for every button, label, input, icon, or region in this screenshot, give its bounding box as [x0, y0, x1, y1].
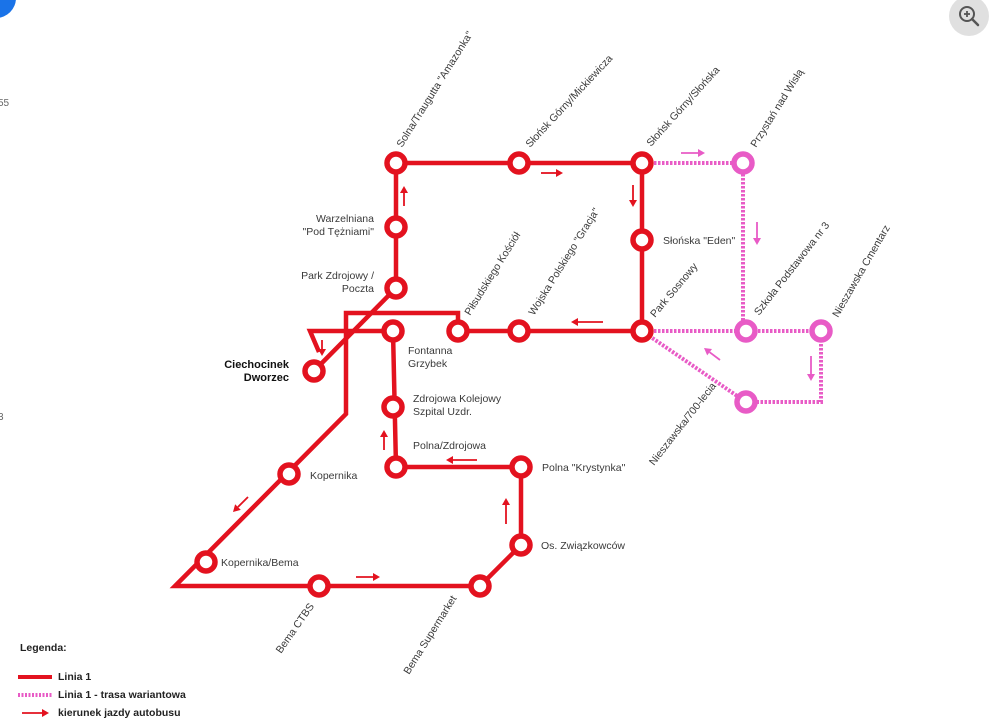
- station-ciechocinek[interactable]: [302, 359, 326, 383]
- label-park_zdr: Park Zdrojowy /Poczta: [301, 270, 374, 295]
- station-slonsk_slon[interactable]: [630, 151, 654, 175]
- legend-line-label: Linia 1: [58, 671, 92, 683]
- edge-text-top: 55: [0, 98, 10, 109]
- direction-arrow: [753, 222, 761, 245]
- direction-arrow: [233, 496, 249, 512]
- station-nieszawska_700[interactable]: [734, 390, 758, 414]
- station-bema_ctbs[interactable]: [307, 574, 331, 598]
- station-przystan[interactable]: [731, 151, 755, 175]
- label-przystan: Przystań nad Wisłą: [748, 67, 806, 150]
- station-sosnowy[interactable]: [630, 319, 654, 343]
- zoom-in-icon: [959, 6, 980, 27]
- station-polna_zdr[interactable]: [384, 455, 408, 479]
- label-bema_ctbs: Bema CTBS: [274, 601, 317, 656]
- route-segment: [169, 310, 524, 589]
- station-zwiazkowcow[interactable]: [509, 533, 533, 557]
- legend: Legenda: Linia 1 Linia 1 - trasa wariant…: [18, 640, 278, 724]
- label-kop_bema: Kopernika/Bema: [221, 557, 299, 569]
- dotted-line-symbol: [18, 693, 52, 697]
- legend-variant-label: Linia 1 - trasa wariantowa: [58, 689, 186, 701]
- zoom-button[interactable]: [949, 0, 989, 36]
- solid-line-symbol: [18, 675, 52, 679]
- legend-row-direction: kierunek jazdy autobusu: [18, 706, 278, 720]
- direction-arrow: [502, 498, 510, 524]
- label-solna: Solna/Traugutta "Amazonka": [394, 29, 475, 149]
- direction-arrow: [704, 348, 721, 361]
- label-nieszawska_cm: Nieszawska Cmentarz: [830, 223, 893, 319]
- direction-arrow: [400, 186, 408, 206]
- station-eden[interactable]: [630, 228, 654, 252]
- label-sosnowy: Park Sosnowy: [648, 260, 701, 320]
- label-zwiazkowcow: Os. Związkowców: [541, 540, 625, 552]
- station-solna[interactable]: [384, 151, 408, 175]
- legend-title: Legenda:: [20, 642, 67, 654]
- station-warzelniana[interactable]: [384, 215, 408, 239]
- station-polna_kr[interactable]: [509, 455, 533, 479]
- direction-arrow: [571, 318, 603, 326]
- label-warzelniana: Warzelniana"Pod Tężniami": [303, 213, 375, 238]
- station-park_zdr[interactable]: [384, 276, 408, 300]
- label-slonsk_slon: Słońsk Górny/Słońska: [644, 64, 722, 149]
- station-bema_super[interactable]: [468, 574, 492, 598]
- station-zdrojowa[interactable]: [381, 395, 405, 419]
- label-polna_zdr: Polna/Zdrojowa: [413, 440, 486, 452]
- direction-arrow: [356, 573, 380, 581]
- station-kop_bema[interactable]: [194, 550, 218, 574]
- label-wojska: Wojska Polskiego "Gracja": [526, 206, 602, 318]
- label-eden: Słońska "Eden": [663, 235, 736, 247]
- direction-arrow: [807, 356, 815, 381]
- direction-arrow: [380, 430, 388, 450]
- label-nieszawska_700: Nieszawska/700-lecia: [647, 380, 719, 468]
- label-kopernika: Kopernika: [310, 470, 357, 482]
- direction-arrow: [446, 456, 477, 464]
- route-segment: [396, 160, 645, 334]
- direction-arrow: [681, 149, 705, 157]
- station-fontanna[interactable]: [381, 319, 405, 343]
- station-wojska[interactable]: [507, 319, 531, 343]
- legend-direction-label: kierunek jazdy autobusu: [58, 707, 181, 719]
- station-kopernika[interactable]: [277, 462, 301, 486]
- variant-route: [640, 161, 823, 404]
- label-bema_super: Bema Supermarket: [401, 593, 459, 676]
- stations: [194, 151, 833, 598]
- edge-text-bottom: 3: [0, 412, 4, 423]
- label-slonsk_mick: Słońsk Górny/Mickiewicza: [523, 53, 615, 150]
- station-slonsk_mick[interactable]: [507, 151, 531, 175]
- label-pilsudskiego: Piłsudskiego Kościół: [462, 229, 523, 317]
- arrow-symbol: [22, 709, 49, 717]
- direction-arrows: [233, 149, 815, 581]
- direction-arrow: [629, 185, 637, 207]
- label-szkola: Szkoła Podstawowa nr 3: [752, 220, 832, 318]
- legend-row-variant: Linia 1 - trasa wariantowa: [18, 688, 278, 702]
- direction-arrow: [318, 340, 326, 356]
- legend-row-line: Linia 1: [18, 670, 278, 684]
- label-polna_kr: Polna "Krystynka": [542, 462, 626, 474]
- variant-segment: [640, 329, 823, 404]
- station-szkola[interactable]: [734, 319, 758, 343]
- station-pilsudskiego[interactable]: [446, 319, 470, 343]
- direction-arrow: [541, 169, 563, 177]
- station-nieszawska_cm[interactable]: [809, 319, 833, 343]
